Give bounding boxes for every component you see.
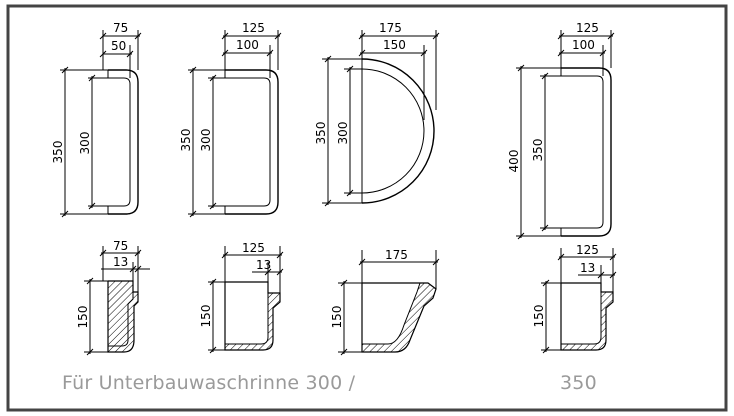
dim-section-height-2: 150 <box>199 305 213 328</box>
outer-border <box>6 4 728 412</box>
dim-width-inner-4: 100 <box>572 38 595 52</box>
dim-height-inner-1: 300 <box>78 132 92 155</box>
dim-height-outer-3: 350 <box>314 122 328 145</box>
section-view-3 <box>338 250 440 356</box>
dim-width-inner-2: 100 <box>236 38 259 52</box>
dim-height-outer-4: 400 <box>507 150 521 173</box>
dim-section-width-2: 125 <box>242 241 265 255</box>
dim-section-lip-2: 13 <box>256 258 271 272</box>
dim-section-width-4: 125 <box>576 243 599 257</box>
dim-width-outer-2: 125 <box>242 21 265 35</box>
dim-section-lip-1: 13 <box>113 255 128 269</box>
dim-width-outer-4: 125 <box>576 21 599 35</box>
dim-section-width-3: 175 <box>385 248 408 262</box>
dim-width-outer-3: 175 <box>379 21 402 35</box>
top-view-1 <box>60 30 142 218</box>
dim-section-lip-4: 13 <box>580 261 595 275</box>
dim-width-outer-1: 75 <box>113 21 128 35</box>
dim-height-inner-3: 300 <box>336 122 350 145</box>
dim-section-height-3: 150 <box>330 306 344 329</box>
section-view-2 <box>208 246 284 354</box>
section-view-1 <box>84 246 150 356</box>
dim-section-height-4: 150 <box>532 305 546 328</box>
dim-width-inner-1: 50 <box>111 39 126 53</box>
section-view-4 <box>541 248 617 354</box>
dim-section-height-1: 150 <box>76 306 90 329</box>
top-view-3 <box>322 30 440 207</box>
dim-height-outer-2: 350 <box>179 129 193 152</box>
dim-section-width-1: 75 <box>113 239 128 253</box>
top-view-2 <box>188 30 282 218</box>
dim-width-inner-3: 150 <box>383 38 406 52</box>
caption-size: 350 <box>560 372 597 394</box>
dim-height-inner-2: 300 <box>199 129 213 152</box>
dim-height-outer-1: 350 <box>51 141 65 164</box>
dim-height-inner-4: 350 <box>531 139 545 162</box>
caption-text: Für Unterbauwaschrinne 300 / <box>62 372 356 394</box>
top-view-4 <box>516 30 615 240</box>
